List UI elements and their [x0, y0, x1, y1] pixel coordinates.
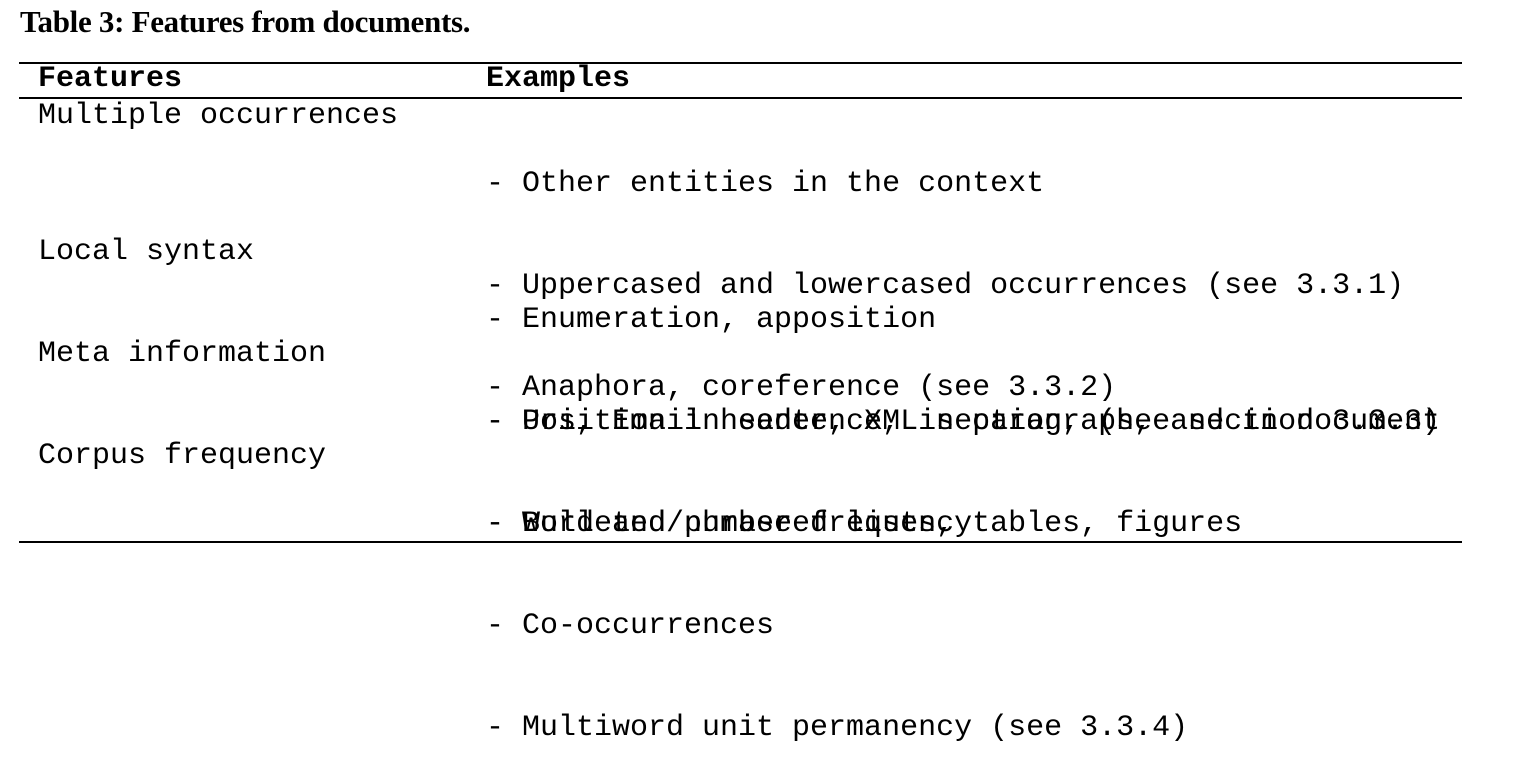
example-item: - Position in sentence, in paragraph, an…	[486, 405, 1441, 439]
examples-corpus-frequency: - Word and phrase frequency - Co-occurre…	[486, 439, 1188, 779]
header-features: Features	[38, 62, 183, 96]
example-item: - Anaphora, coreference (see 3.3.2)	[486, 371, 1117, 405]
feature-local-syntax: Local syntax	[38, 235, 255, 269]
example-item: - Multiword unit permanency (see 3.3.4)	[486, 711, 1189, 745]
feature-meta-information: Meta information	[38, 337, 327, 371]
header-examples: Examples	[486, 62, 631, 96]
table-header-rule	[19, 97, 1462, 99]
table-caption: Table 3: Features from documents.	[20, 4, 471, 39]
feature-corpus-frequency: Corpus frequency	[38, 439, 327, 473]
example-item: - Uri, Email header, XML section, (see s…	[486, 405, 1441, 439]
examples-meta-information: - Uri, Email header, XML section, (see s…	[486, 337, 1440, 575]
example-item: - Uppercased and lowercased occurrences …	[486, 269, 1405, 303]
table-bottom-rule	[19, 541, 1462, 543]
examples-local-syntax: - Enumeration, apposition - Position in …	[486, 235, 1440, 473]
example-item: - Enumeration, apposition	[486, 303, 937, 337]
examples-multiple-occurrences: - Other entities in the context - Upperc…	[486, 99, 1404, 439]
example-item: - Co-occurrences	[486, 609, 775, 643]
table-top-rule	[19, 62, 1462, 64]
example-item: - Word and phrase frequency	[486, 507, 973, 541]
feature-multiple-occurrences: Multiple occurrences	[38, 99, 399, 133]
example-item: - Bulleted/numbered lists, tables, figur…	[486, 507, 1243, 541]
example-item: - Other entities in the context	[486, 167, 1045, 201]
